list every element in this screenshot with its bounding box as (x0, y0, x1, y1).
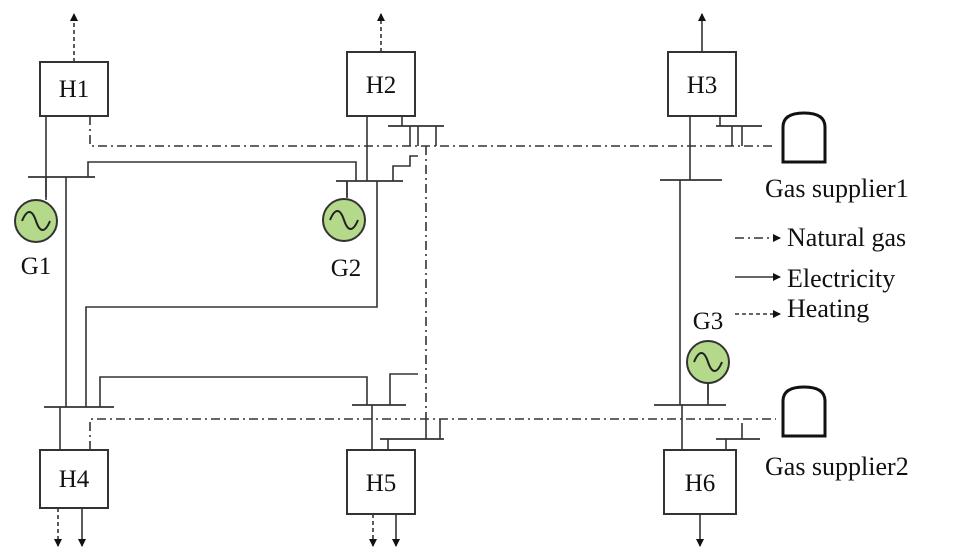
gas-supplier-label-1: Gas supplier1 (765, 174, 909, 203)
node-label-h5: H5 (366, 470, 397, 497)
generator-label-g1: G1 (21, 253, 52, 280)
node-label-h1: H1 (59, 76, 90, 103)
electricity-network (45, 116, 709, 450)
generator-label-g2: G2 (331, 255, 362, 282)
generator-label-g3: G3 (693, 308, 724, 335)
gas-buses (380, 125, 762, 440)
node-label-h2: H2 (366, 72, 397, 99)
generator-icon-g2 (322, 198, 366, 242)
node-box-h4 (39, 449, 109, 509)
gas-supplier-label-2: Gas supplier2 (765, 452, 909, 481)
node-box-h5 (346, 449, 416, 515)
node-label-h3: H3 (687, 72, 718, 99)
legend-label-natural-gas: Natural gas (787, 223, 906, 252)
electricity-outputs (78, 13, 706, 547)
gas-stubs (387, 116, 743, 450)
gas-tank-icon-1 (781, 111, 827, 164)
heating-outputs (54, 13, 385, 547)
generator-icon-g3 (686, 340, 730, 384)
generator-icon-g1 (14, 199, 58, 243)
gas-tank-icon-2 (781, 385, 827, 438)
node-label-h6: H6 (685, 470, 716, 497)
natural-gas-network (89, 116, 776, 450)
legend-label-heating: Heating (787, 294, 869, 323)
legend-label-electricity: Electricity (787, 264, 895, 293)
generator-connectors (45, 177, 709, 400)
node-label-h4: H4 (59, 466, 90, 493)
